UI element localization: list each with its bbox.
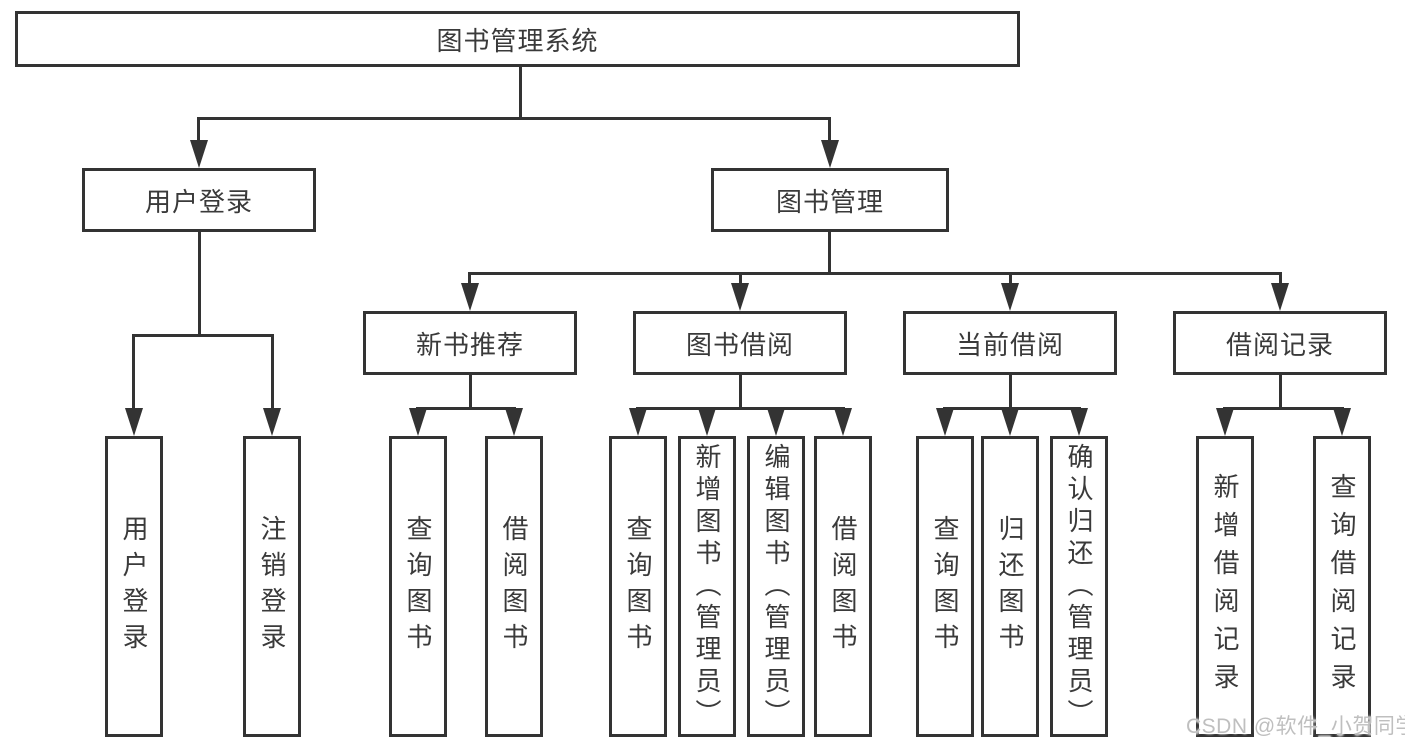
leaf-edit-books-admin: 编辑图书（管理员） [747,436,805,737]
node-user-login-label: 用户登录 [144,186,253,217]
leaf-add-books-admin-label: 新增图书（管理员） [692,442,722,731]
arrow-down-icon [698,408,716,436]
connector-mgmt-drop-4 [1279,272,1282,287]
connector-borrow-rail [636,407,845,410]
arrow-down-icon [1001,283,1019,311]
node-book-management: 图书管理 [711,168,949,232]
arrow-down-icon [1001,408,1019,436]
leaf-user-login: 用户登录 [105,436,163,737]
connector-mgmt-stem [828,230,831,275]
watermark-text: CSDN @软件_小贺同学 [1186,715,1405,738]
leaf-borrow-books-recommend: 借阅图书 [485,436,543,737]
connector-mgmt-drop-1 [468,272,471,287]
arrow-down-icon [505,408,523,436]
leaf-borrow-books-recommend-label: 借阅图书 [499,514,529,659]
arrow-down-icon [731,283,749,311]
node-book-borrow-label: 图书借阅 [685,329,794,360]
node-new-book-recommend: 新书推荐 [363,311,577,375]
arrow-down-icon [821,140,839,168]
node-borrow-records: 借阅记录 [1173,311,1387,375]
leaf-query-books-current: 查询图书 [916,436,974,737]
leaf-add-books-admin: 新增图书（管理员） [678,436,736,737]
arrow-down-icon [834,408,852,436]
connector-login-drop-right [271,334,274,411]
connector-records-stem [1279,373,1282,409]
leaf-query-books-borrow: 查询图书 [609,436,667,737]
leaf-query-books-borrow-label: 查询图书 [623,514,653,659]
connector-recommend-stem [469,373,472,409]
arrow-down-icon [409,408,427,436]
connector-mgmt-drop-3 [1009,272,1012,287]
leaf-borrow-books: 借阅图书 [814,436,872,737]
node-borrow-records-label: 借阅记录 [1225,329,1334,360]
arrow-down-icon [629,408,647,436]
arrow-down-icon [1271,283,1289,311]
connector-mgmt-drop-2 [739,272,742,287]
node-root: 图书管理系统 [15,11,1020,67]
arrow-down-icon [936,408,954,436]
connector-mgmt-rail [468,272,1281,275]
node-book-borrow: 图书借阅 [633,311,847,375]
leaf-query-books-recommend: 查询图书 [389,436,447,737]
arrow-down-icon [1216,408,1234,436]
leaf-query-borrow-record-label: 查询借阅记录 [1327,472,1357,701]
connector-root-stem [519,65,522,119]
node-current-borrow-label: 当前借阅 [955,329,1064,360]
connector-root-rail [197,117,831,120]
node-new-book-recommend-label: 新书推荐 [415,329,524,360]
leaf-logout: 注销登录 [243,436,301,737]
leaf-confirm-return-admin-label: 确认归还（管理员） [1064,442,1094,731]
arrow-down-icon [125,408,143,436]
leaf-return-books: 归还图书 [981,436,1039,737]
leaf-query-books-current-label: 查询图书 [930,514,960,659]
leaf-return-books-label: 归还图书 [995,514,1025,659]
leaf-borrow-books-label: 借阅图书 [828,514,858,659]
connector-login-drop-left [132,334,135,411]
connector-root-drop-right [828,117,831,143]
leaf-edit-books-admin-label: 编辑图书（管理员） [761,442,791,731]
connector-current-stem [1009,373,1012,409]
connector-borrow-stem [739,373,742,409]
node-root-label: 图书管理系统 [436,25,599,56]
connector-login-stem [198,230,201,337]
arrow-down-icon [190,140,208,168]
node-current-borrow: 当前借阅 [903,311,1117,375]
leaf-logout-label: 注销登录 [257,514,287,659]
node-user-login: 用户登录 [82,168,316,232]
leaf-confirm-return-admin: 确认归还（管理员） [1050,436,1108,737]
connector-recommend-rail [416,407,516,410]
arrow-down-icon [461,283,479,311]
leaf-query-borrow-record: 查询借阅记录 [1313,436,1371,737]
leaf-user-login-label: 用户登录 [119,514,149,659]
connector-login-rail [132,334,274,337]
arrow-down-icon [1333,408,1351,436]
arrow-down-icon [263,408,281,436]
arrow-down-icon [1070,408,1088,436]
arrow-down-icon [767,408,785,436]
connector-records-rail [1223,407,1344,410]
leaf-add-borrow-record: 新增借阅记录 [1196,436,1254,737]
leaf-query-books-recommend-label: 查询图书 [403,514,433,659]
leaf-add-borrow-record-label: 新增借阅记录 [1210,472,1240,701]
node-book-management-label: 图书管理 [775,186,884,217]
connector-root-drop-left [197,117,200,143]
